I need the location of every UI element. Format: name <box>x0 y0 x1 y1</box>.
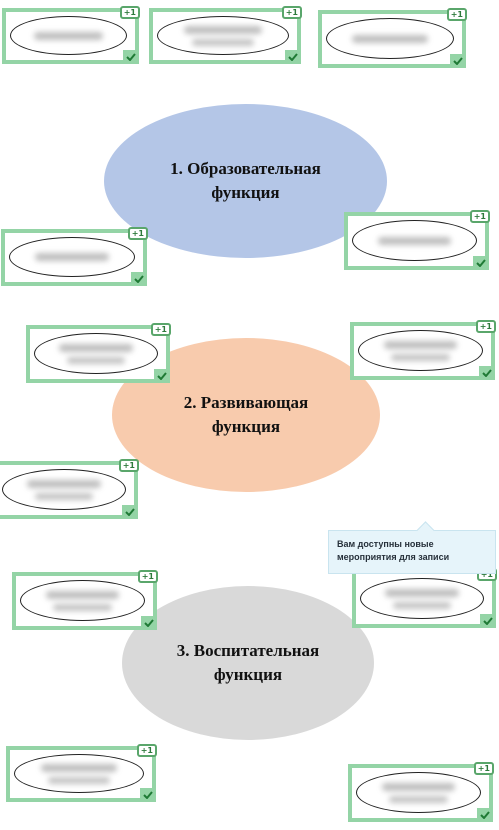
function-ellipse-3: 3. Воспитательная функция <box>122 586 374 740</box>
answer-oval <box>34 333 158 374</box>
plus-one-badge: +1 <box>446 8 467 21</box>
answer-oval <box>360 578 484 619</box>
plus-one-badge: +1 <box>137 570 158 583</box>
plus-one-badge: +1 <box>469 210 490 223</box>
answer-card-5[interactable]: +1 <box>344 210 490 270</box>
answer-card-12[interactable]: +1 <box>348 762 494 822</box>
blurred-text <box>66 356 126 364</box>
answer-oval <box>20 580 145 621</box>
blurred-text <box>352 34 428 43</box>
check-icon <box>285 50 301 64</box>
answer-card-11[interactable]: +1 <box>6 744 157 802</box>
check-icon <box>154 369 170 383</box>
blurred-text <box>383 340 458 349</box>
answer-oval <box>14 754 144 793</box>
blurred-text <box>52 603 113 611</box>
function-label-2: 2. Развивающая функция <box>183 393 309 436</box>
notification-tooltip[interactable]: Вам доступны новые мероприятия для запис… <box>328 521 496 574</box>
blurred-text <box>377 236 452 245</box>
blurred-text <box>48 776 110 784</box>
check-icon <box>141 616 157 630</box>
answer-oval <box>326 18 454 59</box>
blurred-text <box>388 795 449 803</box>
answer-card-10[interactable]: +1 <box>352 568 497 628</box>
plus-one-badge: +1 <box>127 227 148 240</box>
answer-oval <box>358 330 483 371</box>
blurred-text <box>34 31 103 40</box>
answer-oval <box>157 16 289 55</box>
answer-card-9[interactable]: +1 <box>12 570 158 630</box>
blurred-text <box>27 479 101 488</box>
function-ellipse-1: 1. Образовательная функция <box>104 104 387 258</box>
blurred-text <box>381 782 456 791</box>
tooltip-arrow <box>416 521 435 540</box>
answer-card-7[interactable]: +1 <box>350 320 496 380</box>
plus-one-badge: +1 <box>119 6 140 19</box>
blurred-text <box>392 601 452 609</box>
answer-card-2[interactable]: +1 <box>149 6 302 64</box>
check-icon <box>131 272 147 286</box>
answer-oval <box>10 16 127 55</box>
blurred-text <box>385 588 459 597</box>
notification-text: Вам доступны новые мероприятия для запис… <box>337 539 450 562</box>
check-icon <box>480 614 496 628</box>
answer-oval <box>356 772 481 813</box>
answer-card-1[interactable]: +1 <box>2 6 140 64</box>
plus-one-badge: +1 <box>118 459 139 472</box>
answer-oval <box>352 220 477 261</box>
check-icon <box>479 366 495 380</box>
blurred-text <box>59 343 133 352</box>
blurred-text <box>34 492 94 500</box>
answer-oval <box>9 237 135 277</box>
check-icon <box>450 54 466 68</box>
blurred-text <box>34 253 110 261</box>
function-label-3: 3. Воспитательная функция <box>176 641 320 684</box>
answer-card-8[interactable]: +1 <box>0 459 139 519</box>
check-icon <box>122 505 138 519</box>
plus-one-badge: +1 <box>281 6 302 19</box>
blurred-text <box>191 38 255 46</box>
blurred-text <box>45 590 120 599</box>
blurred-text <box>184 25 262 34</box>
answer-card-6[interactable]: +1 <box>26 323 171 383</box>
plus-one-badge: +1 <box>150 323 171 336</box>
blurred-text <box>390 353 451 361</box>
answer-card-4[interactable]: +1 <box>1 227 148 286</box>
answer-oval <box>2 469 126 510</box>
plus-one-badge: +1 <box>473 762 494 775</box>
answer-card-3[interactable]: +1 <box>318 8 467 68</box>
check-icon <box>140 788 156 802</box>
function-label-1: 1. Образовательная функция <box>170 159 321 202</box>
check-icon <box>473 256 489 270</box>
function-ellipse-2: 2. Развивающая функция <box>112 338 380 492</box>
check-icon <box>477 808 493 822</box>
blurred-text <box>40 763 118 772</box>
plus-one-badge: +1 <box>475 320 496 333</box>
check-icon <box>123 50 139 64</box>
plus-one-badge: +1 <box>136 744 157 757</box>
